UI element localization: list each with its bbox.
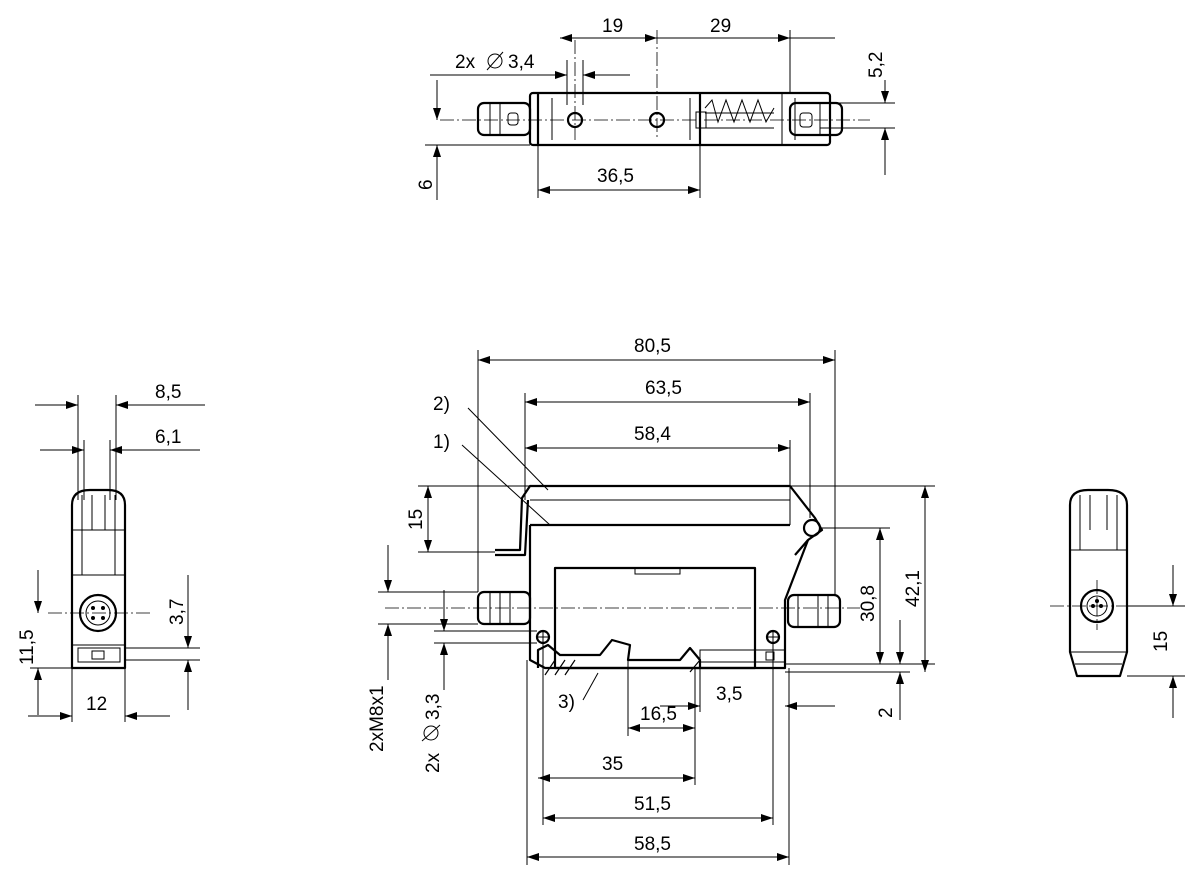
right-view-body — [1068, 488, 1129, 678]
callout-2: 2) — [433, 394, 450, 415]
side-view-dimensions — [28, 395, 205, 722]
top-view-left-connector — [476, 101, 532, 137]
front-dim-42-1: 42,1 — [903, 570, 924, 607]
top-dim-29: 29 — [710, 16, 731, 37]
front-dim-58-5: 58,5 — [634, 834, 671, 855]
right-view-dimensions — [1127, 565, 1185, 718]
callout-1: 1) — [433, 432, 450, 453]
front-dim-35: 35 — [602, 754, 623, 775]
front-view-callouts — [461, 407, 599, 701]
front-dim-80-5: 80,5 — [634, 336, 671, 357]
right-dim-15: 15 — [1151, 631, 1172, 652]
front-dim-holes: 2x — [423, 752, 444, 773]
top-dim-5-2: 5,2 — [866, 52, 887, 78]
front-view-dimensions — [378, 350, 935, 865]
diameter-symbol-2 — [421, 724, 441, 742]
side-dim-12: 12 — [86, 694, 107, 715]
top-dim-hole-diameter: 3,4 — [508, 52, 535, 73]
side-dim-11-5: 11,5 — [17, 629, 38, 665]
front-dim-hole-diameter: 3,3 — [423, 694, 444, 720]
side-dim-3-7: 3,7 — [167, 599, 188, 625]
side-dim-8-5: 8,5 — [155, 382, 181, 403]
right-view: 15 — [1050, 488, 1185, 718]
front-dim-30-8: 30,8 — [858, 585, 879, 622]
side-dim-6-1: 6,1 — [155, 427, 181, 448]
top-view: 19 29 2x 3,4 5,2 6 36,5 — [416, 16, 895, 200]
front-dim-58-4: 58,4 — [634, 424, 671, 445]
front-view-right-connector — [786, 593, 842, 629]
front-dim-2: 2 — [876, 707, 897, 718]
front-dim-3-5: 3,5 — [716, 684, 742, 705]
top-view-dimensions — [425, 30, 895, 200]
front-dim-16-5: 16,5 — [640, 704, 677, 725]
top-view-right-connector — [788, 101, 844, 137]
top-dim-6: 6 — [416, 179, 437, 190]
front-view: 2) 1) 3) — [367, 336, 935, 865]
top-dim-holes: 2x — [455, 52, 476, 73]
side-view: 8,5 6,1 11,5 3,7 12 — [17, 382, 205, 722]
diameter-symbol — [486, 51, 504, 71]
front-dim-15: 15 — [406, 509, 427, 530]
front-dim-51-5: 51,5 — [634, 794, 671, 815]
front-dim-thread: 2xM8x1 — [367, 685, 388, 752]
top-dim-19: 19 — [602, 16, 623, 37]
side-view-body — [70, 488, 127, 670]
front-dim-63-5: 63,5 — [645, 378, 682, 399]
top-dim-36-5: 36,5 — [597, 166, 634, 187]
callout-3: 3) — [558, 692, 575, 713]
